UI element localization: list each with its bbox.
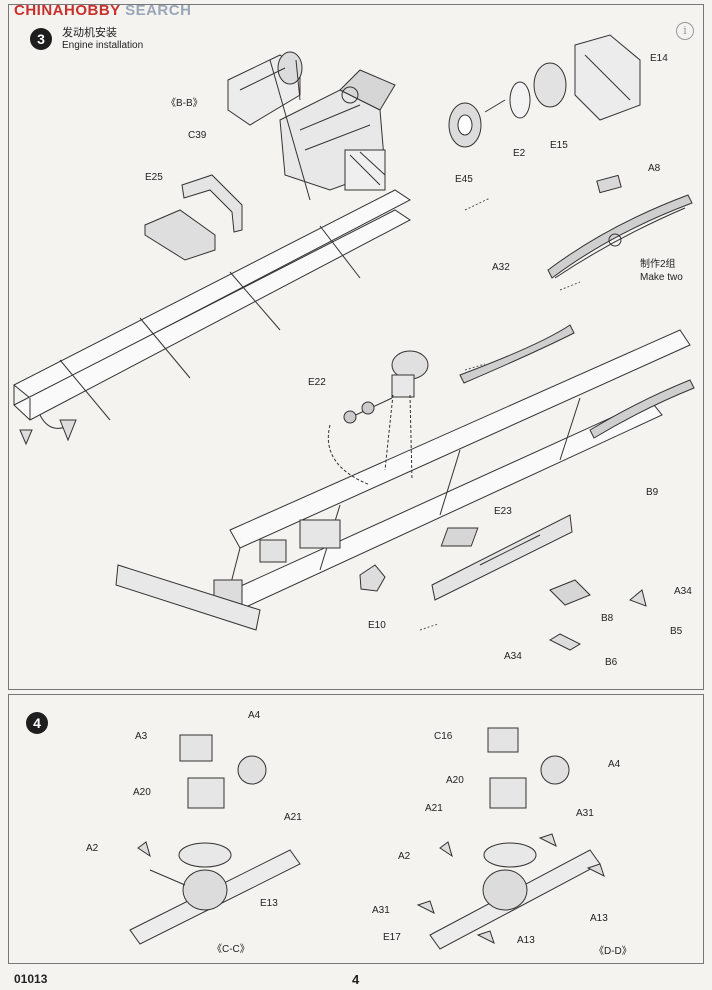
axle-dd [416,727,605,950]
engine-block [279,69,396,191]
label-c16: C16 [434,731,453,742]
label-b8: B8 [601,613,614,624]
label-e17: E17 [383,932,401,943]
label-cc: 《C-C》 [212,944,250,955]
step4-panel [8,694,704,964]
label-e22: E22 [308,377,326,388]
label-e14: E14 [650,53,668,64]
label-a34-right: A34 [674,586,692,597]
info-icon: i [676,22,694,40]
transmission-bb [227,51,311,201]
upper-chassis-frame [13,189,411,446]
label-a2-right: A2 [398,851,411,862]
leaf-spring-a32 [547,174,693,279]
label-e25: E25 [145,172,163,183]
rear-bumper-e23 [431,514,647,651]
part-group-e14 [448,34,641,148]
label-a8: A8 [648,163,661,174]
label-a20-right: A20 [446,775,464,786]
label-make-two-cn: 制作2组 [640,259,676,270]
label-b9: B9 [646,487,659,498]
label-e23: E23 [494,506,512,517]
label-a13-bottom: A13 [517,935,535,946]
step3-title-en: Engine installation [62,40,144,51]
step3-number-badge: 3 [30,28,52,50]
page-number: 4 [352,972,360,987]
site-watermark: CHINAHOBBY SEARCH [14,2,191,19]
label-a13-right: A13 [590,913,608,924]
label-dd: 《D-D》 [594,946,632,957]
label-a4-left: A4 [248,710,261,721]
front-bumper [115,564,261,631]
label-a34-bottom: A34 [504,651,522,662]
label-a31-top: A31 [576,808,594,819]
label-bb: 《B-B》 [166,98,203,109]
lower-chassis-frame [209,324,695,619]
watermark-part3: SEARCH [120,2,192,19]
label-e15: E15 [550,140,568,151]
label-e13: E13 [260,898,278,909]
axle-cc [129,734,301,945]
label-b5: B5 [670,626,683,637]
label-a2-left: A2 [86,843,99,854]
label-e10: E10 [368,620,386,631]
step3-title-cn: 发动机安装 [62,27,117,39]
step4-number-badge: 4 [26,712,48,734]
label-c39: C39 [188,130,207,141]
part-e10 [359,564,386,592]
step3-panel [8,4,704,690]
part-e25 [144,209,216,261]
part-e22 [343,350,429,424]
label-e45: E45 [455,174,473,185]
watermark-part2: HOBBY [64,2,121,19]
label-a20-left: A20 [133,787,151,798]
label-a21-right: A21 [425,803,443,814]
label-a31-left: A31 [372,905,390,916]
label-a32: A32 [492,262,510,273]
label-make-two-en: Make two [640,272,683,283]
part-c39 [181,174,243,233]
watermark-part1: CHINA [14,2,64,19]
label-b6: B6 [605,657,618,668]
label-a3: A3 [135,731,148,742]
label-e2: E2 [513,148,526,159]
product-code: 01013 [14,972,48,986]
label-a21-left: A21 [284,812,302,823]
label-a4-right: A4 [608,759,621,770]
